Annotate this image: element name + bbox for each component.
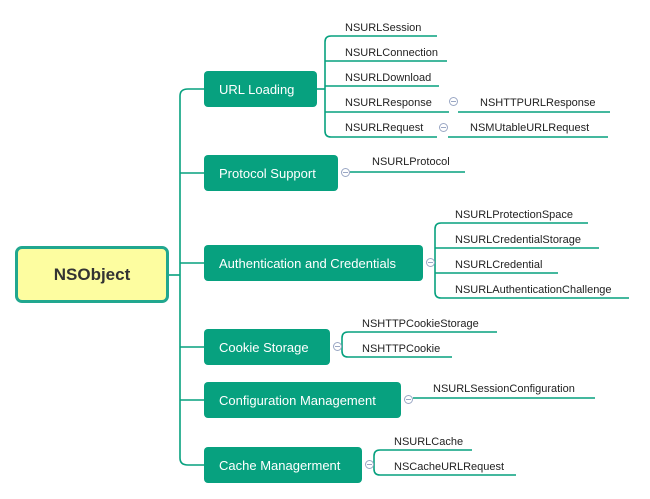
category-label: Cache Managerment xyxy=(219,457,341,473)
collapse-toggle-icon[interactable] xyxy=(426,258,435,267)
leaf-nsurlrequest[interactable]: NSURLRequest xyxy=(345,122,424,134)
collapse-toggle-icon[interactable] xyxy=(404,395,413,404)
leaf-nsurlprotocol[interactable]: NSURLProtocol xyxy=(372,156,450,168)
leaf-nsurlcache[interactable]: NSURLCache xyxy=(394,436,464,448)
collapse-toggle-icon[interactable] xyxy=(449,97,458,106)
category-label: Protocol Support xyxy=(219,165,316,181)
category-cache-management[interactable]: Cache Managerment xyxy=(204,447,362,483)
leaf-nsmutableurlrequest[interactable]: NSMUtableURLRequest xyxy=(470,122,590,134)
collapse-toggle-icon[interactable] xyxy=(439,123,448,132)
connector-line xyxy=(324,130,437,138)
connector-line xyxy=(434,291,629,299)
leaf-nsurlsession[interactable]: NSURLSession xyxy=(345,22,422,34)
leaf-nsurldownload[interactable]: NSURLDownload xyxy=(345,72,432,84)
category-label: Cookie Storage xyxy=(219,339,309,355)
leaf-nsurlresponse[interactable]: NSURLResponse xyxy=(345,97,432,109)
leaf-nsurlcredential[interactable]: NSURLCredential xyxy=(455,259,543,271)
leaf-nsurlcredentialstorage[interactable]: NSURLCredentialStorage xyxy=(455,234,581,246)
connector-line xyxy=(324,35,437,43)
collapse-toggle-icon[interactable] xyxy=(333,342,342,351)
leaf-nsurlprotectionspace[interactable]: NSURLProtectionSpace xyxy=(455,209,574,221)
connector-line xyxy=(179,88,204,97)
category-label: URL Loading xyxy=(219,81,295,97)
leaf-nsurlconnection[interactable]: NSURLConnection xyxy=(345,47,438,59)
connector-line xyxy=(341,350,452,358)
category-url-loading[interactable]: URL Loading xyxy=(204,71,317,107)
connector-line xyxy=(179,457,204,466)
leaf-nsurlsessionconfiguration[interactable]: NSURLSessionConfiguration xyxy=(433,383,575,395)
category-authentication-and-credentials[interactable]: Authentication and Credentials xyxy=(204,245,423,281)
category-cookie-storage[interactable]: Cookie Storage xyxy=(204,329,330,365)
connector-line xyxy=(341,331,497,339)
leaf-nsurlauthenticationchallenge[interactable]: NSURLAuthenticationChallenge xyxy=(455,284,612,296)
root-label: NSObject xyxy=(53,264,131,284)
leaf-nscacheurlrequest[interactable]: NSCacheURLRequest xyxy=(394,461,505,473)
leaf-nshttpcookie[interactable]: NSHTTPCookie xyxy=(362,343,441,355)
leaf-nshttpurlresponse[interactable]: NSHTTPURLResponse xyxy=(480,97,596,109)
category-label: Configuration Management xyxy=(219,392,376,408)
connector-line xyxy=(373,449,472,457)
root-node[interactable]: NSObject xyxy=(15,246,169,303)
category-label: Authentication and Credentials xyxy=(219,255,397,271)
collapse-toggle-icon[interactable] xyxy=(341,168,350,177)
connector-line xyxy=(434,222,588,230)
leaf-nshttpcookiestorage[interactable]: NSHTTPCookieStorage xyxy=(362,318,479,330)
connector-line xyxy=(373,468,516,476)
category-protocol-support[interactable]: Protocol Support xyxy=(204,155,338,191)
collapse-toggle-icon[interactable] xyxy=(365,460,374,469)
category-configuration-management[interactable]: Configuration Management xyxy=(204,382,401,418)
